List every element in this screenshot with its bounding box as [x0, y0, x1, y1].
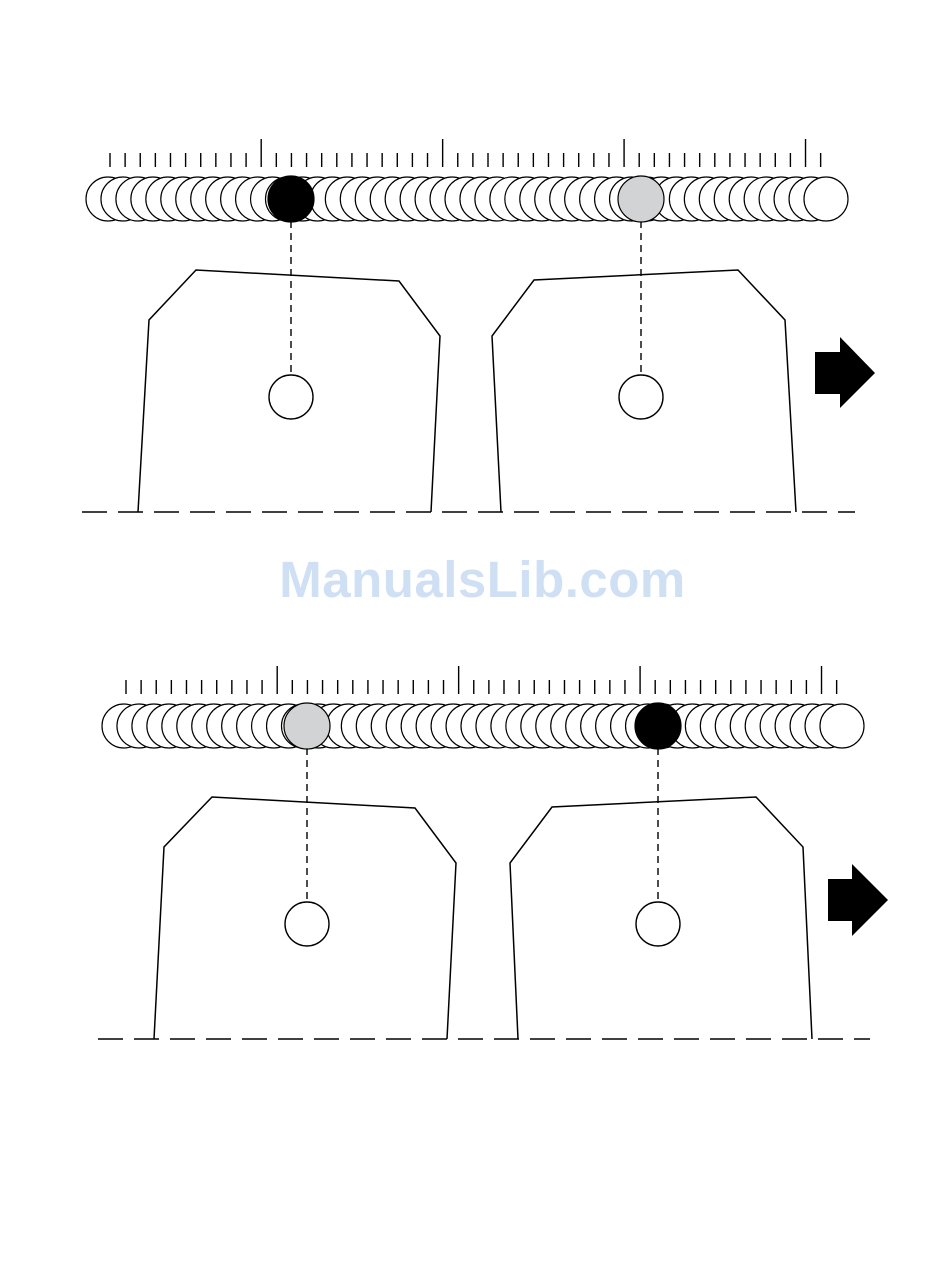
coil-spring — [86, 177, 848, 221]
pivot-circle — [619, 375, 663, 419]
right-arrow-icon — [828, 864, 888, 936]
right-arrow-icon — [815, 337, 875, 408]
coil-ring — [804, 177, 848, 221]
filled-grey-circle — [618, 176, 664, 222]
coil-ring — [820, 704, 864, 748]
upper-panel — [82, 139, 875, 512]
filled-black-circle — [635, 703, 681, 749]
filled-grey-circle — [284, 703, 330, 749]
pivot-circle — [636, 902, 680, 946]
pivot-circle — [285, 902, 329, 946]
scale-ticks — [110, 139, 821, 167]
scale-ticks — [126, 666, 837, 694]
coil-spring — [102, 704, 864, 748]
lower-panel — [98, 666, 888, 1039]
filled-black-circle — [268, 176, 314, 222]
pivot-circle — [269, 375, 313, 419]
